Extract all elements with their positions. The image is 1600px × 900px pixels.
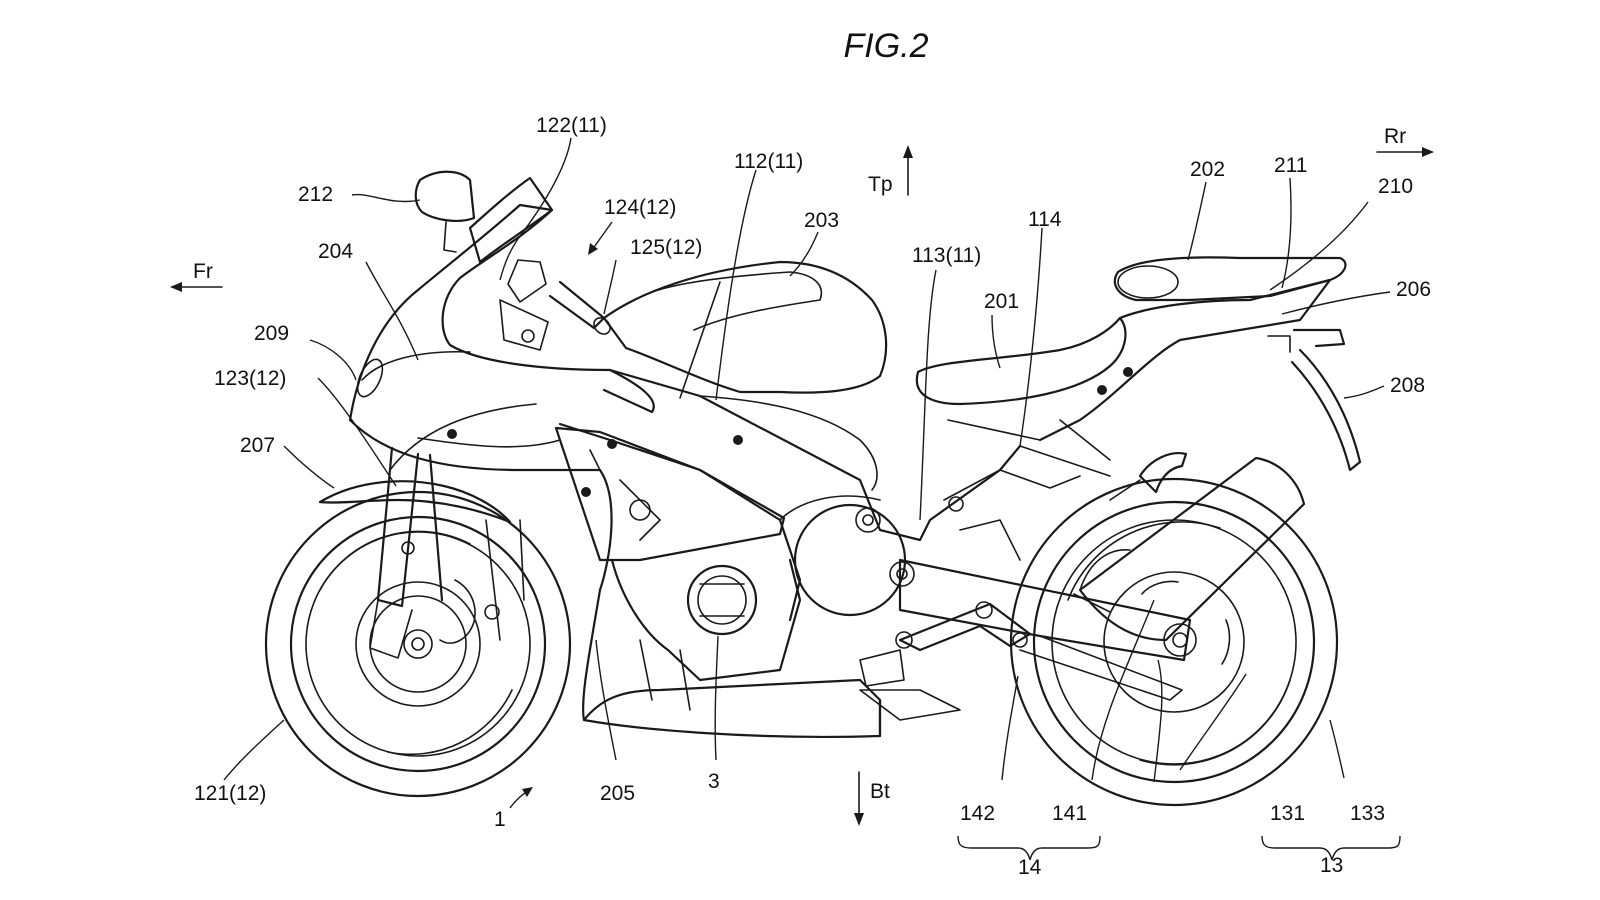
direction-top-arrow (903, 145, 913, 196)
under-cowl (582, 678, 882, 738)
label-205: 205 (600, 782, 635, 805)
figure-title: FIG.2 (843, 27, 928, 65)
label-1: 1 (494, 808, 506, 831)
label-14: 14 (1018, 856, 1042, 879)
label-210: 210 (1378, 175, 1413, 198)
fuel-tank (602, 260, 888, 399)
tail-cowl (1038, 256, 1347, 442)
label-125: 125(12) (630, 236, 702, 259)
label-202: 202 (1190, 158, 1225, 181)
front-fender (318, 480, 512, 524)
brace-14 (957, 835, 1101, 861)
footrests (859, 452, 1188, 721)
label-122: 122(11) (536, 114, 607, 137)
windscreen (468, 176, 554, 264)
handlebar (499, 259, 611, 351)
side-panel-opening (554, 426, 786, 562)
rear-fender (1267, 328, 1362, 472)
front-fairing (348, 203, 882, 738)
label-206: 206 (1396, 278, 1431, 301)
seat (915, 316, 1127, 406)
label-131: 131 (1270, 802, 1305, 825)
label-141: 141 (1052, 802, 1087, 825)
label-142: 142 (960, 802, 995, 825)
label-rear: Rr (1384, 125, 1406, 148)
front-wheel (264, 490, 572, 798)
direction-front-arrow (170, 282, 223, 292)
label-203: 203 (804, 209, 839, 232)
label-212: 212 (298, 183, 333, 206)
label-bottom: Bt (870, 780, 890, 803)
label-3: 3 (708, 770, 720, 793)
engine (610, 503, 907, 711)
label-204: 204 (318, 240, 353, 263)
label-207: 207 (240, 434, 275, 457)
label-211: 211 (1274, 154, 1307, 177)
brace-13 (1261, 835, 1401, 861)
label-201: 201 (984, 290, 1019, 313)
mirror (414, 170, 476, 253)
label-front: Fr (193, 260, 213, 283)
label-208: 208 (1390, 374, 1425, 397)
muffler (1073, 456, 1306, 642)
label-top: Tp (868, 173, 893, 196)
label-114: 114 (1028, 208, 1062, 231)
label-121: 121(12) (194, 782, 266, 805)
leader-lines (223, 137, 1391, 809)
front-fork (369, 446, 525, 659)
label-133: 133 (1350, 802, 1385, 825)
rear-suspension (943, 469, 1081, 561)
label-209: 209 (254, 322, 289, 345)
direction-rear-arrow (1376, 147, 1434, 157)
seat-rail (947, 419, 1111, 477)
label-13: 13 (1320, 854, 1343, 877)
label-123: 123(12) (214, 367, 286, 390)
swing-arm (898, 558, 1192, 662)
label-124: 124(12) (604, 196, 676, 219)
label-112: 112(11) (734, 150, 803, 173)
direction-bottom-arrow (854, 771, 864, 826)
rear-wheel (1009, 477, 1339, 807)
label-113: 113(11) (912, 244, 981, 267)
main-frame (558, 368, 1022, 622)
